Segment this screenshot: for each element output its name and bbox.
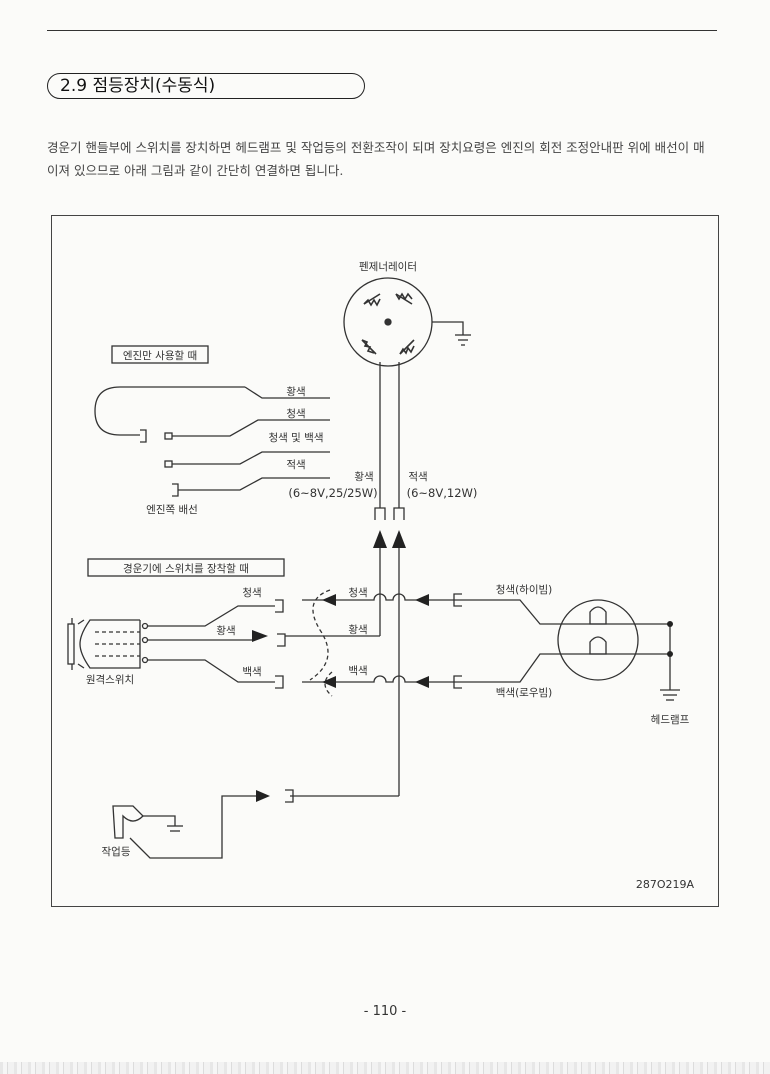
- main-red-label: 적색: [408, 471, 427, 483]
- switch-yellow-label: 황색: [216, 625, 235, 637]
- generator-coils: [361, 292, 415, 355]
- generator-terminal: [384, 318, 392, 326]
- engine-wiring-label: 엔진쪽 배선: [146, 504, 198, 516]
- wire-blue-label: 청색: [286, 408, 305, 420]
- scan-edge: [0, 1062, 770, 1074]
- page-number: - 110 -: [363, 1004, 407, 1019]
- engine-only-box-label: 엔진만 사용할 때: [123, 350, 197, 362]
- headlamp-low-label: 백색(로우빔): [496, 687, 553, 699]
- drawing-code: 287O219A: [636, 878, 695, 891]
- generator-label: 펜제너레이터: [359, 261, 417, 273]
- work-light-label: 작업등: [102, 845, 131, 858]
- remote-switch-label: 원격스위치: [86, 673, 134, 686]
- arrows: [252, 530, 673, 802]
- wire-blue-white-label: 청색 및 백색: [269, 432, 324, 444]
- section-title: 2.9 점등장치(수동식): [47, 73, 365, 99]
- main-yellow-spec: (6~8V,25/25W): [288, 486, 377, 500]
- wire-red-label: 적색: [286, 459, 305, 471]
- switch-white-label: 백색: [242, 666, 261, 678]
- work-light-body: [112, 805, 144, 839]
- intro-line-1: 경운기 핸들부에 스위치를 장치하면 헤드램프 및 작업등의 전환조작이 되며 …: [47, 140, 705, 155]
- mid-white-label: 백색: [348, 665, 367, 677]
- headlamp-label: 헤드램프: [651, 713, 690, 726]
- wire-yellow-label: 황색: [286, 386, 305, 398]
- intro-paragraph: 경운기 핸들부에 스위치를 장치하면 헤드램프 및 작업등의 전환조작이 되며 …: [47, 136, 722, 182]
- mid-yellow-label: 황색: [348, 624, 367, 636]
- main-red-spec: (6~8V,12W): [407, 486, 478, 500]
- tiller-switch-box-label: 경운기에 스위치를 장착할 때: [123, 562, 249, 575]
- switch-blue-label: 청색: [242, 587, 261, 599]
- wiring-diagram-frame: [51, 215, 719, 907]
- headlamp-body: [557, 599, 639, 681]
- remote-switch-body: [79, 619, 141, 669]
- main-yellow-label: 황색: [354, 471, 373, 483]
- intro-line-2: 이져 있으므로 아래 그림과 같이 간단히 연결하면 됩니다.: [47, 163, 344, 178]
- headlamp-high-label: 청색(하이빔): [496, 583, 553, 596]
- top-rule: [47, 30, 717, 31]
- mid-blue-label: 청색: [348, 587, 367, 599]
